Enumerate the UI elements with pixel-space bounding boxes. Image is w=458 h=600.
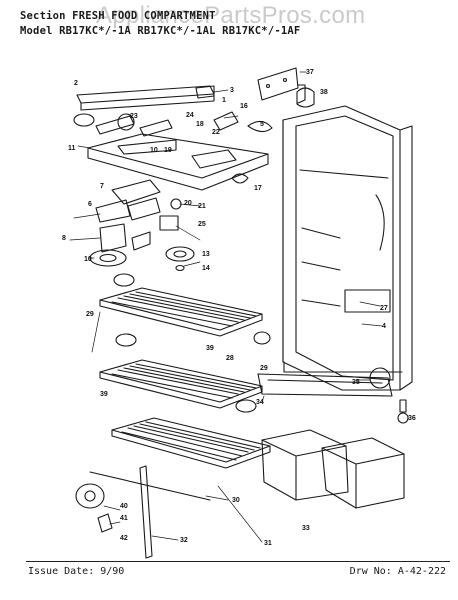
label-29b: 29 [260,365,268,372]
label-14: 14 [202,265,210,272]
label-22: 22 [212,129,220,136]
label-4: 4 [382,323,386,330]
label-18: 18 [196,121,204,128]
watermark: AppliancePartsPros.com [96,2,366,29]
drawing-number: Drw No: A-42-222 [349,566,446,577]
label-23: 23 [130,113,138,120]
label-20: 20 [184,200,192,207]
lamp-parts [73,111,273,184]
label-32: 32 [180,537,188,544]
support-rod-32 [139,465,153,559]
label-25: 25 [198,221,206,228]
label-30: 30 [232,497,240,504]
shelf-middle [99,359,263,413]
label-1: 1 [222,97,226,104]
bolt-36 [397,399,409,424]
leader-lines [69,71,383,543]
roller-assembly [75,483,113,533]
label-39a: 39 [206,345,214,352]
label-13: 13 [202,251,210,258]
label-40: 40 [120,503,128,510]
label-34: 34 [256,399,264,406]
shelf-upper [99,273,271,347]
label-37: 37 [306,69,314,76]
label-6: 6 [88,201,92,208]
label-2: 2 [74,80,78,87]
label-42: 42 [120,535,128,542]
label-16: 16 [240,103,248,110]
label-11: 11 [68,145,76,152]
cabinet-liner [282,105,413,391]
label-8: 8 [62,235,66,242]
thermostat-assembly [95,179,182,253]
label-21: 21 [198,203,206,210]
label-10a: 10 [150,147,158,154]
label-17: 17 [254,185,262,192]
section-title: Section FRESH FOOD COMPARTMENT [20,10,216,22]
trim-bar-3 [195,85,215,99]
label-29a: 29 [86,311,94,318]
meat-pan-cover-34 [257,367,393,397]
issue-date: Issue Date: 9/90 [28,566,125,577]
label-3: 3 [230,87,234,94]
label-33: 33 [302,525,310,532]
label-38: 38 [320,89,328,96]
label-7: 7 [100,183,104,190]
label-28: 28 [226,355,234,362]
crisper-drawers-33 [261,429,405,509]
label-5: 5 [260,121,264,128]
fitting-38 [296,87,315,108]
label-19: 19 [164,147,172,154]
label-35: 35 [352,379,360,386]
bracket-37 [257,67,306,104]
label-31: 31 [264,540,272,547]
shelf-lower [89,417,271,501]
model-line: Model RB17KC*/-1A RB17KC*/-1AL RB17KC*/-… [20,25,301,37]
label-41: 41 [120,515,128,522]
label-36: 36 [408,415,416,422]
label-10: 10 [84,256,92,263]
air-duct-strip-2 [76,85,215,111]
control-knobs [89,246,195,272]
label-39b: 39 [100,391,108,398]
part-numbers: 2 3 1 16 24 18 22 5 23 11 10 19 7 17 6 2… [62,69,416,547]
footer-rule [26,561,450,562]
control-housing-19 [87,133,269,191]
label-24: 24 [186,112,194,119]
label-27: 27 [380,305,388,312]
